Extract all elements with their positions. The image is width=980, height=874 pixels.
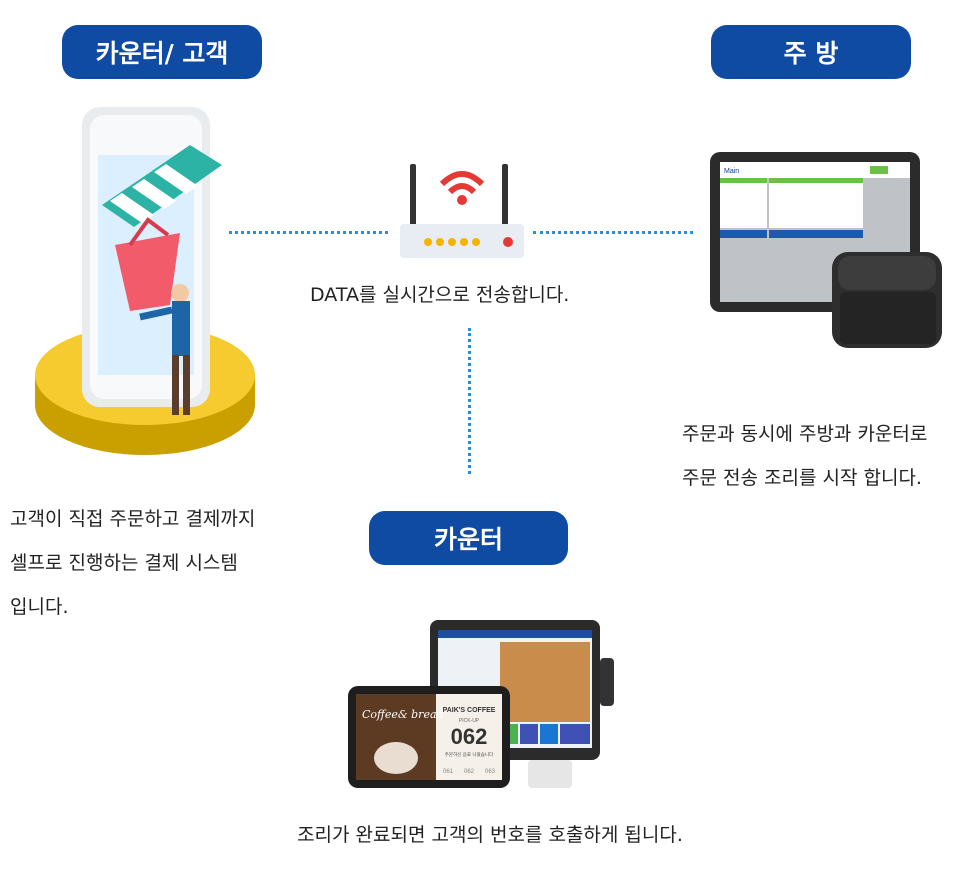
kitchen-label: 주 방 — [711, 25, 911, 79]
kiosk-illustration — [35, 107, 255, 455]
order-number: 062 — [451, 724, 488, 749]
pick-up-label: PICK-UP — [459, 718, 480, 724]
kiosk-desc-line-2: 셀프로 진행하는 결제 시스템 — [10, 552, 238, 574]
queue-number-1: 061 — [443, 769, 454, 775]
router-caption: DATA를 실시간으로 전송합니다. — [310, 284, 570, 306]
counter-customer-label: 카운터/ 고객 — [62, 25, 262, 79]
promo-title: Coffee& bread — [362, 708, 444, 721]
queue-number-2: 062 — [464, 769, 475, 775]
kitchen-display-illustration: Main — [710, 152, 942, 348]
brand-name: PAIK'S COFFEE — [443, 707, 496, 714]
queue-number-3: 063 — [485, 769, 496, 775]
connection-line-left — [229, 231, 388, 234]
kitchen-description: 주문과 동시에 주방과 카운터로 주문 전송 조리를 시작 합니다. — [682, 412, 927, 500]
kiosk-desc-line-1: 고객이 직접 주문하고 결제까지 — [10, 508, 256, 530]
kitchen-desc-line-1: 주문과 동시에 주방과 카운터로 — [682, 423, 928, 445]
kiosk-desc-line-3: 입니다. — [10, 596, 69, 618]
kitchen-desc-line-2: 주문 전송 조리를 시작 합니다. — [682, 467, 922, 489]
counter-label: 카운터 — [369, 511, 568, 565]
connection-line-right — [533, 231, 693, 234]
connection-line-down — [468, 328, 471, 474]
kitchen-screen-title: Main — [724, 168, 739, 175]
order-notice: 주문하신 음료 나왔습니다 — [445, 751, 494, 758]
counter-pos-illustration: Coffee& bread PAIK'S COFFEE PICK-UP 062 … — [348, 620, 614, 788]
router-icon — [400, 164, 524, 258]
counter-caption: 조리가 완료되면 고객의 번호를 호출하게 됩니다. — [297, 824, 683, 846]
kiosk-description: 고객이 직접 주문하고 결제까지 셀프로 진행하는 결제 시스템 입니다. — [10, 497, 255, 629]
